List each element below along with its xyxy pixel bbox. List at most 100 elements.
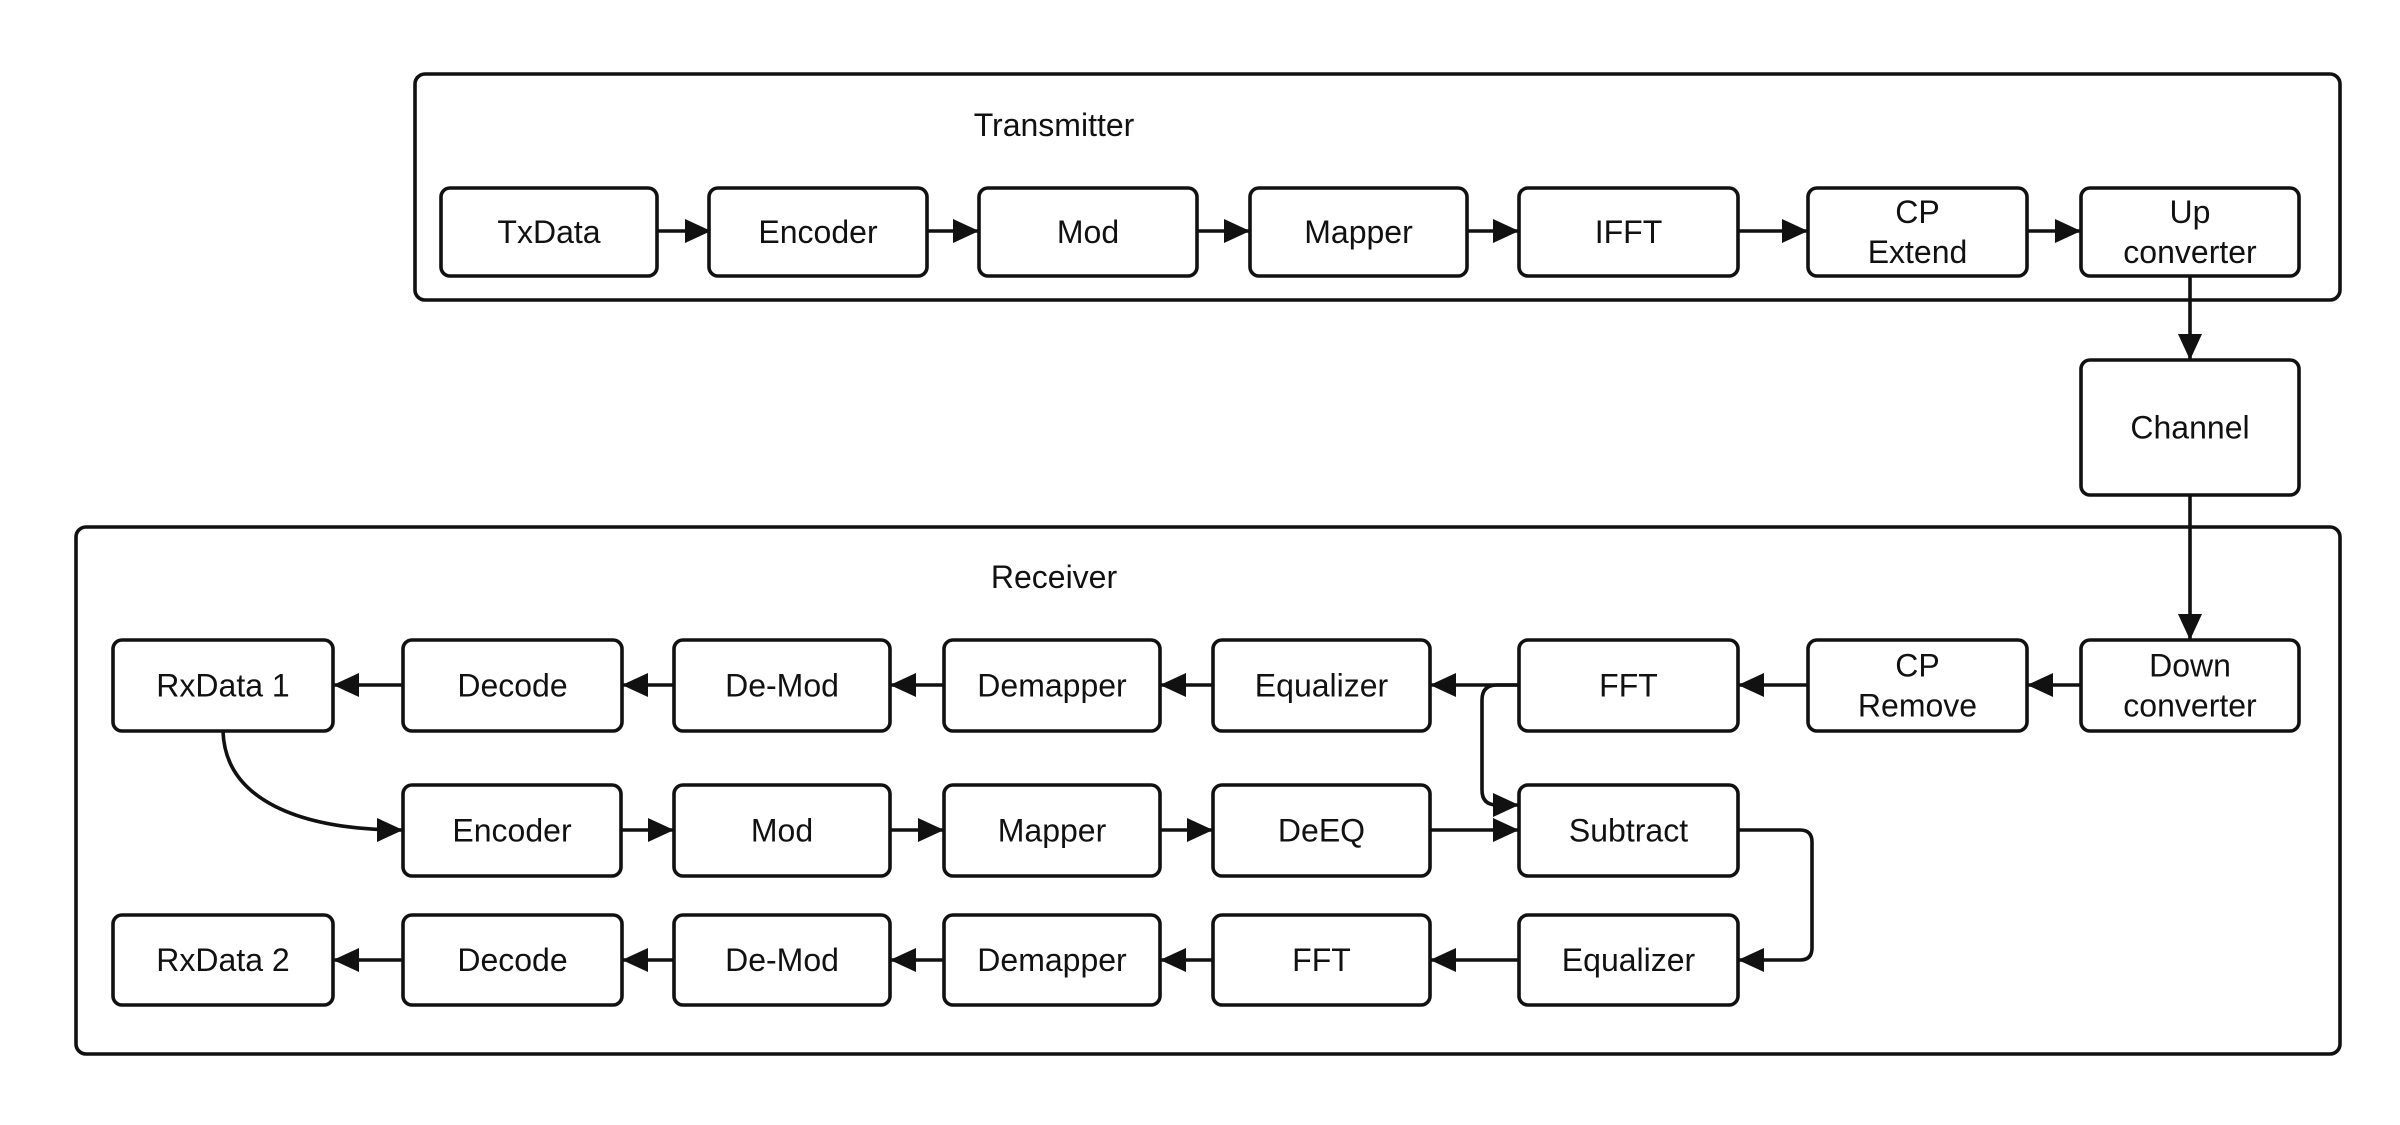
block-label-demapper: Demapper bbox=[977, 942, 1127, 978]
wire-rxdata1-encoder bbox=[221, 730, 404, 832]
block-rx-decode1: Decode bbox=[401, 638, 624, 733]
block-label-txdata: TxData bbox=[497, 214, 600, 250]
block-rx-equalizer1: Equalizer bbox=[1211, 638, 1432, 733]
block-box bbox=[1211, 638, 1432, 733]
block-rx-fft1: FFT bbox=[1517, 638, 1740, 733]
block-label-up: Up bbox=[2170, 194, 2211, 230]
block-rx-subtract: Subtract bbox=[1517, 783, 1740, 878]
block-box bbox=[401, 638, 624, 733]
block-tx-mod: Mod bbox=[977, 186, 1199, 278]
block-rx-mapper: Mapper bbox=[942, 783, 1162, 878]
block-label-fft: FFT bbox=[1292, 942, 1351, 978]
arrowhead bbox=[1738, 948, 1764, 972]
arrowhead bbox=[685, 219, 711, 243]
block-rx-deeq: DeEQ bbox=[1211, 783, 1432, 878]
block-box bbox=[672, 638, 892, 733]
block-label-encoder: Encoder bbox=[452, 813, 572, 849]
block-label-mapper: Mapper bbox=[1304, 214, 1413, 250]
block-label-mod: Mod bbox=[751, 813, 813, 849]
block-label-encoder: Encoder bbox=[758, 214, 878, 250]
block-box bbox=[401, 913, 624, 1007]
block-tx-mapper: Mapper bbox=[1248, 186, 1469, 278]
block-box bbox=[1806, 638, 2029, 733]
block-box bbox=[1517, 783, 1740, 878]
block-rx-demod2: De-Mod bbox=[672, 913, 892, 1007]
arrowhead bbox=[622, 673, 648, 697]
block-label-converter: converter bbox=[2123, 234, 2257, 270]
block-box bbox=[2079, 638, 2301, 733]
arrowhead bbox=[2178, 334, 2202, 360]
block-label-equalizer: Equalizer bbox=[1255, 668, 1389, 704]
block-tx-upconverter: Up converter bbox=[2079, 186, 2301, 278]
block-label-mod: Mod bbox=[1057, 214, 1119, 250]
block-tx-encoder: Encoder bbox=[707, 186, 929, 278]
wire-fft-subtract bbox=[1480, 683, 1519, 807]
arrowhead bbox=[890, 673, 916, 697]
block-label-fft: FFT bbox=[1599, 668, 1658, 704]
arrowhead bbox=[377, 818, 403, 842]
arrowhead bbox=[890, 948, 916, 972]
arrowhead bbox=[333, 673, 359, 697]
block-rx-demod1: De-Mod bbox=[672, 638, 892, 733]
arrowhead bbox=[2055, 219, 2081, 243]
connectors bbox=[221, 219, 2202, 972]
block-box bbox=[401, 783, 623, 878]
receiver-title: Receiver bbox=[991, 559, 1118, 595]
block-tx-txdata: TxData bbox=[439, 186, 659, 278]
block-label-de-mod: De-Mod bbox=[725, 668, 839, 704]
block-box bbox=[672, 913, 892, 1007]
block-label-rxdata-2: RxData 2 bbox=[156, 942, 289, 978]
block-channel: Channel bbox=[2079, 358, 2301, 497]
arrowhead bbox=[1782, 219, 1808, 243]
arrowhead bbox=[1160, 673, 1186, 697]
arrowhead bbox=[1160, 948, 1186, 972]
arrowhead bbox=[1430, 948, 1456, 972]
block-label-mapper: Mapper bbox=[998, 813, 1107, 849]
block-box bbox=[1517, 638, 1740, 733]
block-box bbox=[2079, 358, 2301, 497]
arrowhead bbox=[953, 219, 979, 243]
arrowhead bbox=[1738, 673, 1764, 697]
block-rx-rxdata2: RxData 2 bbox=[111, 913, 335, 1007]
block-tx-ifft: IFFT bbox=[1517, 186, 1740, 278]
block-label-remove: Remove bbox=[1858, 688, 1977, 724]
block-label-rxdata-1: RxData 1 bbox=[156, 668, 289, 704]
block-rx-fft2: FFT bbox=[1211, 913, 1432, 1007]
receiver-frame: Receiver bbox=[74, 525, 2342, 1056]
block-label-down: Down bbox=[2149, 648, 2231, 684]
transmitter-title: Transmitter bbox=[974, 107, 1135, 143]
block-box bbox=[439, 186, 659, 278]
block-box bbox=[942, 638, 1162, 733]
arrowhead bbox=[2178, 614, 2202, 640]
block-box bbox=[111, 638, 335, 733]
block-label-subtract: Subtract bbox=[1569, 813, 1688, 849]
arrowhead bbox=[648, 818, 674, 842]
block-rx-rxdata1: RxData 1 bbox=[111, 638, 335, 733]
arrowhead bbox=[1493, 818, 1519, 842]
arrowhead bbox=[1224, 219, 1250, 243]
block-box bbox=[707, 186, 929, 278]
arrowhead bbox=[1493, 219, 1519, 243]
block-box bbox=[1806, 186, 2029, 278]
block-label-extend: Extend bbox=[1868, 234, 1968, 270]
block-rx-mod: Mod bbox=[672, 783, 892, 878]
block-box bbox=[111, 913, 335, 1007]
block-box bbox=[1211, 913, 1432, 1007]
block-box bbox=[2079, 186, 2301, 278]
block-box bbox=[672, 783, 892, 878]
block-label-deeq: DeEQ bbox=[1278, 813, 1365, 849]
arrowhead bbox=[2027, 673, 2053, 697]
block-box bbox=[977, 186, 1199, 278]
block-label-decode: Decode bbox=[457, 942, 567, 978]
block-box bbox=[1211, 783, 1432, 878]
arrowhead bbox=[333, 948, 359, 972]
arrowhead bbox=[918, 818, 944, 842]
wire-subtract-equalizer2 bbox=[1738, 828, 1814, 962]
block-rx-encoder: Encoder bbox=[401, 783, 623, 878]
block-box bbox=[942, 783, 1162, 878]
